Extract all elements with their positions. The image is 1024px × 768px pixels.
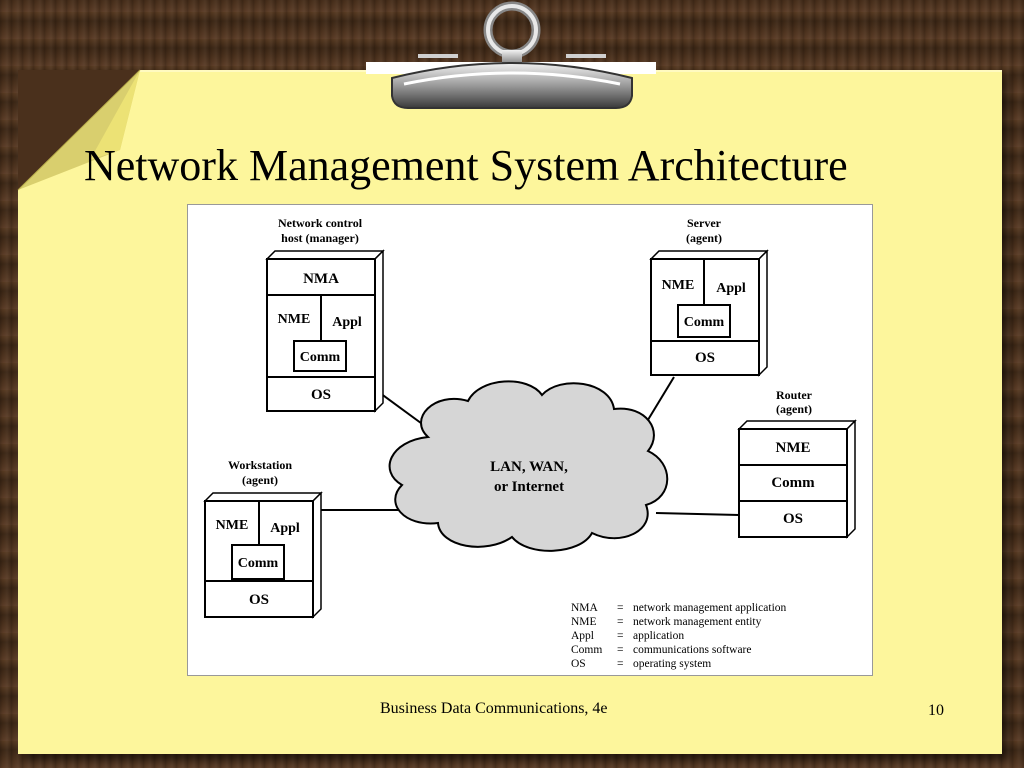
server-label-line2: (agent) [686,231,722,245]
manager-label-line2: host (manager) [281,231,359,245]
legend-eq: = [617,630,624,642]
legend-desc: application [633,630,684,642]
legend-desc: operating system [633,658,711,670]
workstation-nme: NME [216,518,249,533]
manager-label-line1: Network control [278,216,363,230]
legend-eq: = [617,658,624,670]
server-appl: Appl [716,281,746,296]
server-nme: NME [662,278,695,293]
router-label-line1: Router [776,388,813,402]
legend-eq: = [617,616,624,628]
manager-os: OS [311,387,331,403]
page-number: 10 [928,702,944,719]
legend-desc: network management entity [633,616,762,628]
architecture-diagram: LAN, WAN, or Internet Network control ho… [203,216,857,670]
legend-eq: = [617,602,624,614]
server-node: Server (agent) NME Appl Comm OS [649,216,769,377]
workstation-node: Workstation (agent) NME Appl Comm OS [203,458,323,619]
manager-nme: NME [278,312,311,327]
legend: NMA = network management application NME… [571,602,787,670]
legend-abbr: Comm [571,644,602,656]
router-comm: Comm [771,475,815,491]
manager-comm: Comm [300,350,341,365]
workstation-appl: Appl [270,521,300,536]
workstation-os: OS [249,592,269,608]
page-curl [17,69,141,191]
server-os: OS [695,350,715,366]
legend-abbr: Appl [571,630,594,642]
workstation-label-line2: (agent) [242,473,278,487]
link-router-cloud [655,512,740,516]
workstation-comm: Comm [238,556,279,571]
slide-title: Network Management System Architecture [84,141,848,190]
server-label-line1: Server [687,216,722,230]
router-node: Router (agent) NME Comm OS [737,388,857,539]
legend-abbr: NME [571,616,597,628]
workstation-label-line1: Workstation [228,458,292,472]
cloud-label-line1: LAN, WAN, [490,459,568,475]
legend-desc: communications software [633,644,751,656]
router-os: OS [783,511,803,527]
manager-appl: Appl [332,315,362,330]
manager-nma: NMA [303,271,339,287]
router-nme: NME [776,440,811,456]
server-comm: Comm [684,315,725,330]
binder-clip-icon [391,1,633,109]
legend-eq: = [617,644,624,656]
legend-desc: network management application [633,602,787,614]
slide-footer: Business Data Communications, 4e [380,700,608,717]
legend-abbr: NMA [571,602,599,614]
manager-node: Network control host (manager) NMA NME A… [265,216,385,413]
architecture-figure: LAN, WAN, or Internet Network control ho… [187,204,873,676]
network-cloud: LAN, WAN, or Internet [388,380,669,552]
legend-abbr: OS [571,658,586,670]
cloud-label-line2: or Internet [494,479,564,495]
router-label-line2: (agent) [776,402,812,416]
